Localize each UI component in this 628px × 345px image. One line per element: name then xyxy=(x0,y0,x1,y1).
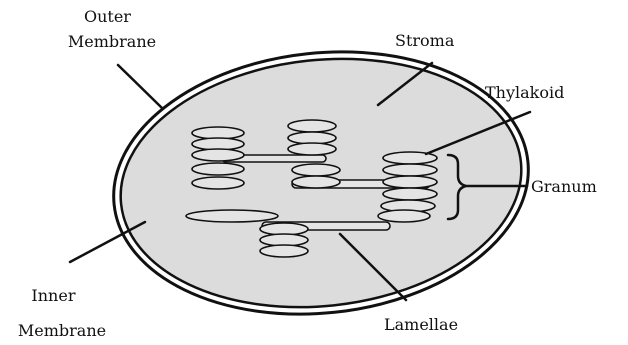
stroma-label: Stroma xyxy=(395,31,455,50)
granum-stack xyxy=(192,127,244,189)
thylakoid-disc xyxy=(292,164,340,176)
inner-membrane-label: Inner Membrane xyxy=(18,286,106,340)
thylakoid-disc xyxy=(383,188,437,200)
thylakoid-disc xyxy=(186,210,278,222)
thylakoid-disc xyxy=(192,177,244,189)
outer-membrane-leader xyxy=(118,65,162,108)
thylakoid-disc xyxy=(383,164,437,176)
thylakoid-disc xyxy=(383,176,437,188)
thylakoid-disc xyxy=(288,120,336,132)
outer-membrane-label: Outer Membrane xyxy=(68,7,156,51)
thylakoid-disc xyxy=(378,210,430,222)
thylakoid-disc xyxy=(192,163,244,175)
granum-stack xyxy=(260,223,308,257)
granum-label: Granum xyxy=(531,177,597,196)
thylakoid-disc xyxy=(292,176,340,188)
lamellae-label: Lamellae xyxy=(384,315,458,334)
thylakoid-disc xyxy=(192,149,244,161)
thylakoid-disc xyxy=(288,143,336,155)
thylakoid-disc xyxy=(260,245,308,257)
thylakoid-label: Thylakoid xyxy=(485,83,564,102)
